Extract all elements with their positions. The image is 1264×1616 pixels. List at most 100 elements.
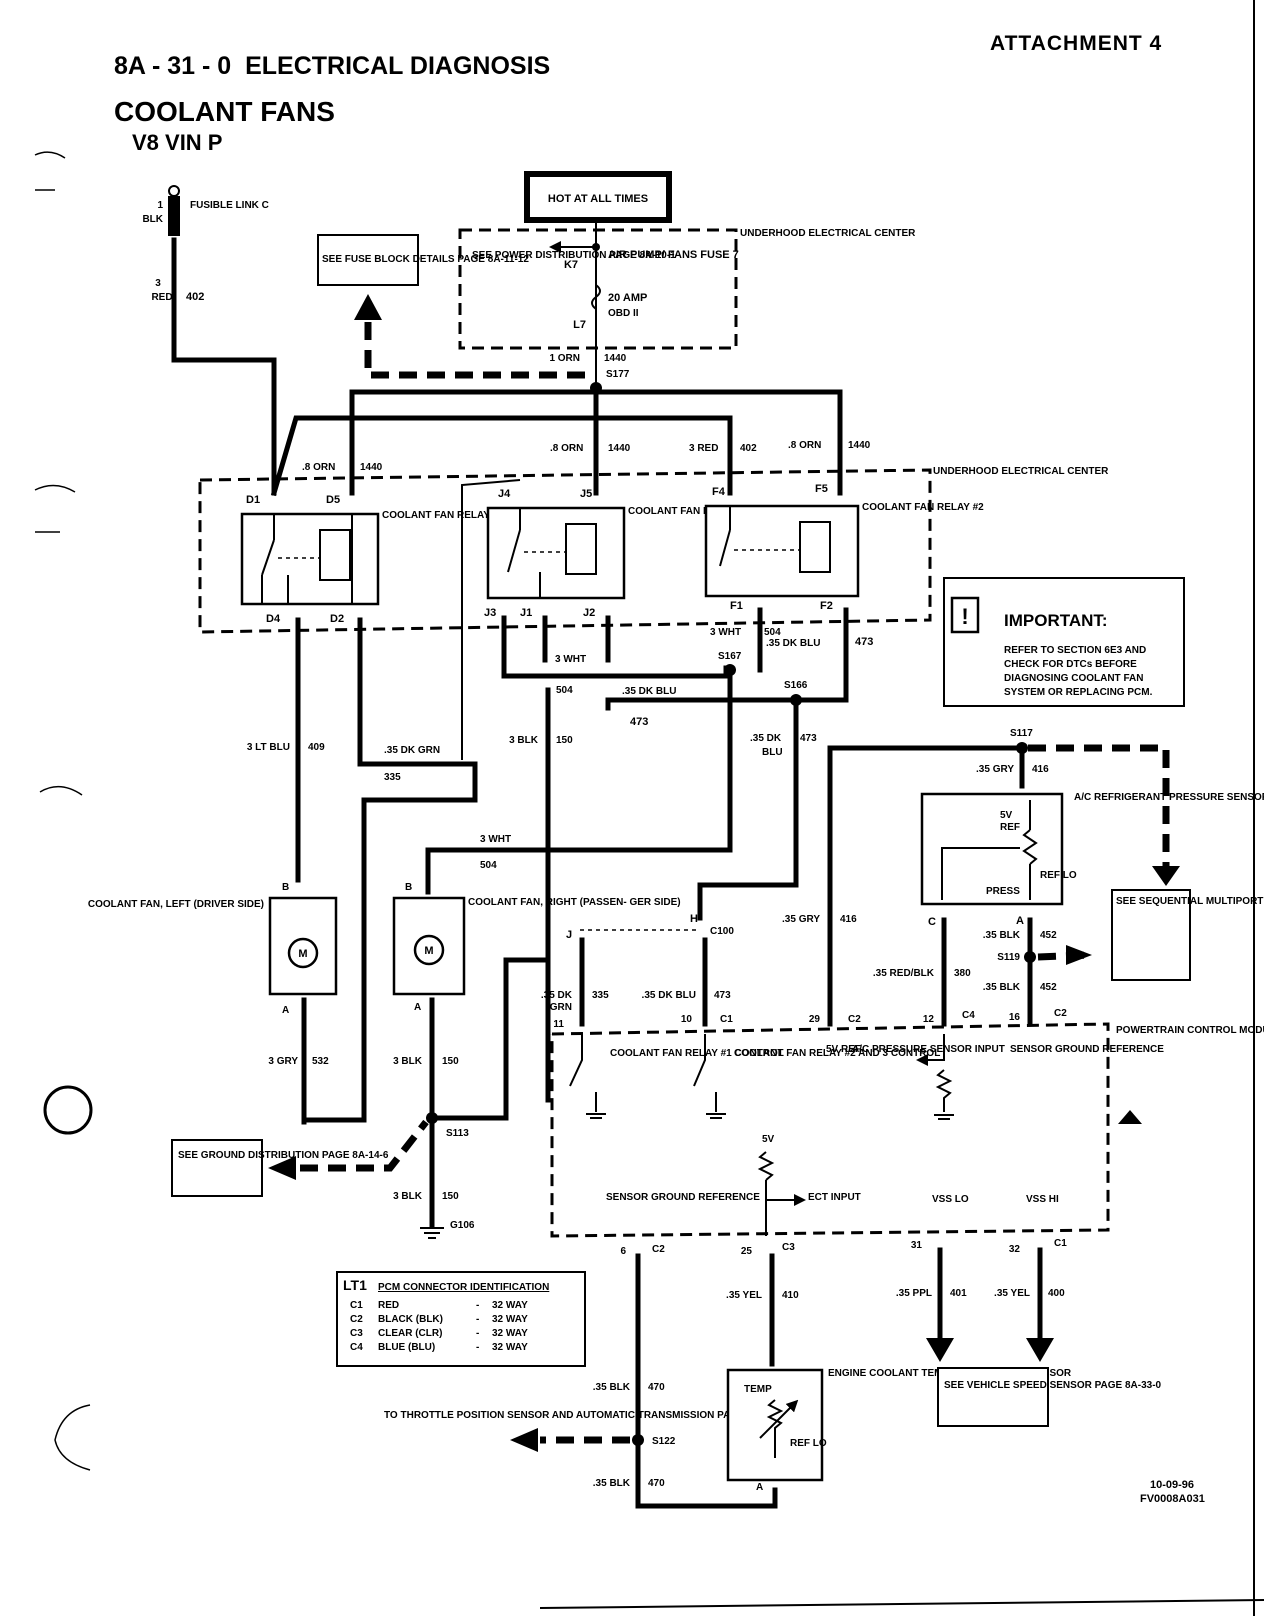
see-ground-box: [171, 1139, 263, 1197]
wire-label-35yel-b: .35 YEL: [994, 1288, 1030, 1299]
pcm-relay23-ctrl: COOLANT FAN RELAY #2 AND 3 CONTROL: [734, 1048, 940, 1059]
see-fuse-block-box: [317, 234, 419, 286]
ect-thermistor: [766, 1399, 784, 1458]
fusible-wire-circuit: 402: [186, 291, 204, 303]
fuse-symbol: [591, 284, 601, 310]
wire-label-402: 402: [740, 443, 757, 454]
wire-label-150-a: 150: [556, 735, 573, 746]
wire-label-35yel-a: .35 YEL: [726, 1290, 762, 1301]
ect-sensor-temp: TEMP: [744, 1384, 772, 1395]
chapter-title: ELECTRICAL DIAGNOSIS: [245, 52, 551, 80]
fuse-block-box: [458, 228, 738, 350]
wire-150-ground: [429, 957, 551, 1121]
ect-sensor-box: [726, 1368, 824, 1482]
important-box: [943, 577, 1185, 707]
relay2-switch: [719, 529, 731, 567]
see-fuse-block-label: SEE FUSE BLOCK DETAILS PAGE 8A-11-12: [322, 254, 529, 265]
pcm-sensor-gnd-ref-a: SENSOR GROUND REFERENCE: [1010, 1044, 1164, 1055]
wire-label-473-bus: 473: [630, 716, 648, 728]
c100-pin-j: J: [566, 929, 572, 941]
wire-473-c100: [697, 703, 799, 921]
ac-sensor-label: A/C REFRIGERANT PRESSURE SENSOR: [1074, 792, 1264, 803]
ac-sensor-press: PRESS: [986, 886, 1020, 897]
fan-left-pin-b: B: [282, 882, 289, 893]
footer-code: FV0008A031: [1140, 1493, 1205, 1505]
pin-d2: D2: [330, 613, 344, 625]
pcm-sensor-gnd-ref-b: SENSOR GROUND REFERENCE: [606, 1192, 760, 1203]
wire-label-08orn-c: .8 ORN: [788, 440, 821, 451]
splice-s122: S122: [652, 1436, 676, 1447]
splice-s117-dot: [1016, 742, 1028, 754]
wire-j4-feed: [461, 479, 521, 760]
wire-label-416-a: 416: [1032, 764, 1049, 775]
footer-date: 10-09-96: [1150, 1479, 1194, 1491]
ground-ref-dashed-link: [300, 1119, 429, 1172]
wire-label-1440-a: 1440: [360, 462, 383, 473]
svg-text:C1: C1: [350, 1300, 363, 1311]
s122-arrow: [510, 1428, 538, 1452]
pin-f5: F5: [815, 483, 828, 495]
wire-label-470-b: 470: [648, 1478, 665, 1489]
fusible-color: BLK: [142, 214, 163, 225]
pcm-label: POWERTRAIN CONTROL MODULE (PCM): [1116, 1025, 1264, 1036]
fan-right-motor-label: M: [424, 945, 433, 957]
fuse-obd: OBD II: [608, 308, 639, 319]
relay3-label: COOLANT FAN RELAY #3: [628, 506, 750, 517]
splice-s119: S119: [997, 952, 1020, 963]
relay1-coil: [319, 529, 351, 581]
pin-j5: J5: [580, 488, 592, 500]
wire-label-409: 409: [308, 742, 325, 753]
relay3-box: [486, 506, 626, 600]
wire-label-380: 380: [954, 968, 971, 979]
wire-label-35dk: .35 DK: [750, 733, 782, 744]
s119-arrow: [1066, 945, 1092, 965]
svg-text:BLACK (BLK): BLACK (BLK): [378, 1314, 443, 1325]
connector-table-subtitle: PCM CONNECTOR IDENTIFICATION: [378, 1282, 549, 1293]
important-line-4: SYSTEM OR REPLACING PCM.: [1004, 687, 1153, 698]
wire-label-1440-top: 1440: [604, 353, 627, 364]
wire-label-35dkblu-bus: .35 DK BLU: [622, 686, 676, 697]
pin-k7: K7: [564, 259, 578, 271]
see-vss-label: SEE VEHICLE SPEED SENSOR PAGE 8A-33-0: [944, 1380, 1162, 1391]
wire-f2: [787, 607, 849, 703]
wire-416-pcm: [827, 745, 1025, 1027]
wire-label-504-f: 504: [764, 627, 781, 638]
wire-label-532: 532: [312, 1056, 329, 1067]
wire-label-504-fan: 504: [480, 860, 497, 871]
connector-table-row: C1 RED - 32 WAY: [350, 1300, 528, 1311]
pcm-pin-16: 16: [1009, 1012, 1021, 1023]
svg-text:-: -: [476, 1328, 479, 1339]
wire-402-fusible: [171, 237, 277, 496]
fan-right-pin-a: A: [414, 1002, 421, 1013]
page-title: COOLANT FANS: [114, 96, 335, 127]
see-sequential-box: [1111, 889, 1191, 981]
wire-label-35blk-a: .35 BLK: [983, 930, 1021, 941]
svg-text:C2: C2: [350, 1314, 363, 1325]
splice-s113-dot: [426, 1112, 438, 1124]
ground-ref-arrow: [268, 1156, 296, 1180]
pin-l7: L7: [573, 319, 586, 331]
pcm-vss-hi: VSS HI: [1026, 1194, 1059, 1205]
svg-text:-: -: [476, 1314, 479, 1325]
wire-label-35dkgrn: .35 DK GRN: [384, 745, 440, 756]
wire-label-08orn-a: .8 ORN: [302, 462, 335, 473]
pcm-5v-ref: 5V REF: [826, 1044, 861, 1055]
fusible-wire-gauge: 3: [155, 278, 161, 289]
ect-pin-a: A: [756, 1482, 763, 1493]
attachment-label: ATTACHMENT 4: [990, 32, 1163, 55]
important-title: IMPORTANT:: [1004, 611, 1108, 630]
relay2-box: [704, 504, 860, 598]
splice-s117: S117: [1010, 728, 1033, 739]
see-power-dist: SEE POWER DISTRIBUTION PAGE 8A-10-1: [472, 250, 676, 261]
pcm-pin-29: 29: [809, 1014, 821, 1025]
svg-text:32 WAY: 32 WAY: [492, 1300, 528, 1311]
splice-s113: S113: [446, 1128, 469, 1139]
fusible-link-body: [168, 196, 180, 236]
wire-label-473-c: 473: [800, 733, 817, 744]
splice-s167: S167: [718, 651, 742, 662]
pin-j3: J3: [484, 607, 496, 619]
fan-left-motor: [287, 937, 319, 969]
wire-label-473-d: 473: [714, 990, 731, 1001]
underhood-center-label-top: UNDERHOOD ELECTRICAL CENTER: [740, 228, 916, 239]
